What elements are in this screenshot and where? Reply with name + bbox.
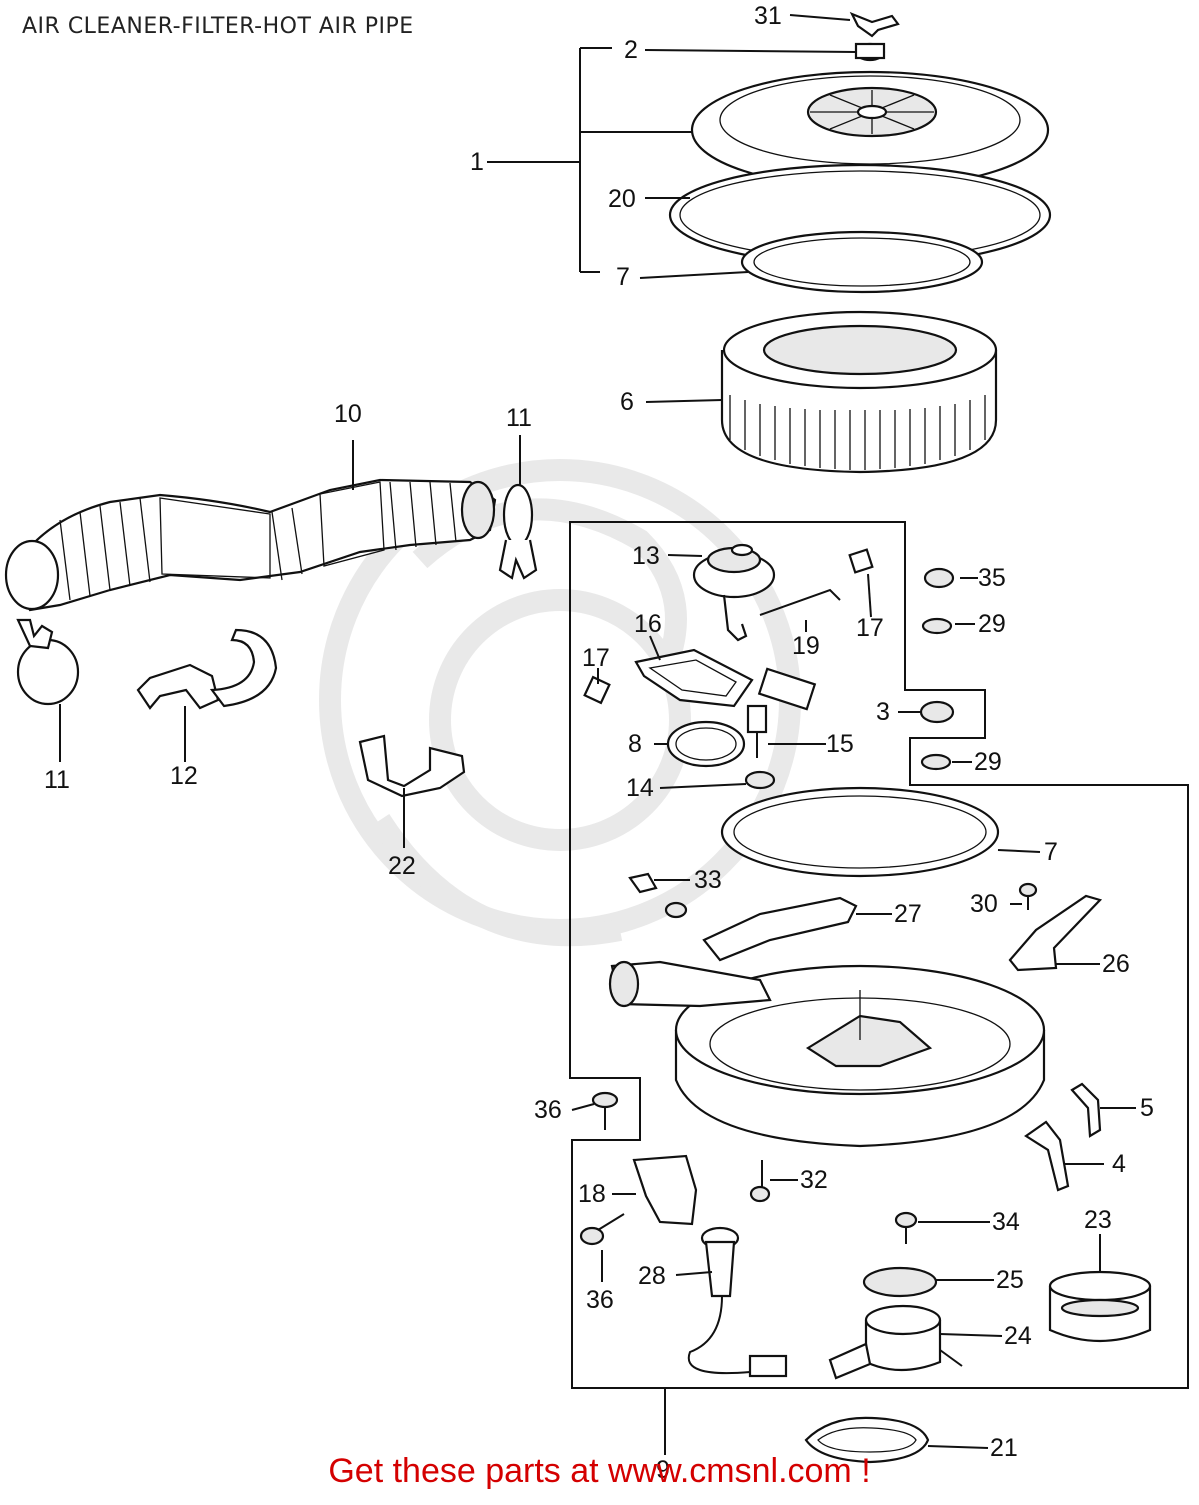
part-29-washer-upper xyxy=(921,617,953,635)
callout-31: 31 xyxy=(754,2,782,30)
part-10-hot-air-duct xyxy=(4,478,497,612)
part-21-gasket xyxy=(804,1416,930,1464)
callout-20: 20 xyxy=(608,185,636,213)
callout-9: 9 xyxy=(656,1456,670,1484)
callout-18: 18 xyxy=(578,1180,606,1208)
part-11-clamp-right xyxy=(498,483,538,580)
part-15-sensor xyxy=(746,667,817,758)
callout-5: 5 xyxy=(1140,1094,1154,1122)
part-22-bracket xyxy=(358,734,466,798)
leader-lines xyxy=(59,14,1136,1449)
callout-33: 33 xyxy=(694,866,722,894)
part-26-bracket xyxy=(1008,894,1103,972)
part-17-pin-left xyxy=(583,675,611,705)
callout-17-left: 17 xyxy=(582,644,610,672)
part-11-clamp-left xyxy=(16,618,80,706)
part-7-ring-upper xyxy=(740,230,984,294)
part-18-bracket xyxy=(632,1154,698,1226)
callout-25: 25 xyxy=(996,1266,1024,1294)
callout-29-upper: 29 xyxy=(978,610,1006,638)
part-23-ring xyxy=(1048,1270,1152,1343)
callout-16: 16 xyxy=(634,610,662,638)
part-4-clip xyxy=(1024,1120,1070,1192)
callout-2: 2 xyxy=(624,36,638,64)
part-16-valve-plate xyxy=(634,648,754,708)
diagram-title: AIR CLEANER-FILTER-HOT AIR PIPE xyxy=(22,14,414,39)
callout-8: 8 xyxy=(628,730,642,758)
part-19-rod xyxy=(759,588,841,616)
callout-17-right: 17 xyxy=(856,614,884,642)
callout-10: 10 xyxy=(334,400,362,428)
callout-36-upper: 36 xyxy=(534,1096,562,1124)
callout-23: 23 xyxy=(1084,1206,1112,1234)
callout-11-right: 11 xyxy=(506,404,532,432)
callout-35: 35 xyxy=(978,564,1006,592)
part-8-ring xyxy=(666,720,746,768)
part-5-clip xyxy=(1070,1082,1102,1138)
callout-36-lower: 36 xyxy=(586,1286,614,1314)
callout-12: 12 xyxy=(170,762,198,790)
part-13-vacuum-motor xyxy=(692,543,776,642)
callout-28: 28 xyxy=(638,1262,666,1290)
part-30-screw xyxy=(1018,882,1038,910)
callout-34: 34 xyxy=(992,1208,1020,1236)
part-17-pin-right xyxy=(848,548,874,574)
part-28-sensor-wire xyxy=(687,1226,788,1378)
callout-24: 24 xyxy=(1004,1322,1032,1350)
part-32-bolt xyxy=(749,1160,771,1203)
callout-6: 6 xyxy=(620,388,634,416)
part-25-valve-disc xyxy=(862,1266,938,1298)
callout-11-left: 11 xyxy=(44,766,70,794)
callout-14: 14 xyxy=(626,774,654,802)
callout-13: 13 xyxy=(632,542,660,570)
callout-15: 15 xyxy=(826,730,854,758)
callout-7-lower: 7 xyxy=(1044,838,1058,866)
parts-store-link[interactable]: Get these parts at www.cmsnl.com ! xyxy=(328,1452,871,1490)
callout-29-lower: 29 xyxy=(974,748,1002,776)
group-9-bracket xyxy=(569,521,1189,1455)
part-14-grommet xyxy=(744,770,776,790)
callout-26: 26 xyxy=(1102,950,1130,978)
part-33-bolt xyxy=(628,872,688,919)
callout-4: 4 xyxy=(1112,1150,1126,1178)
part-3-grommet xyxy=(919,700,955,724)
part-31-wing-nut xyxy=(849,11,900,38)
callout-1: 1 xyxy=(470,148,484,176)
part-34-screw xyxy=(894,1211,918,1244)
part-2-nut xyxy=(854,42,886,62)
callout-labels: 31 2 1 20 7 6 10 11 11 12 22 13 19 17 16… xyxy=(44,2,1154,1484)
callout-19: 19 xyxy=(792,632,820,660)
callout-21: 21 xyxy=(990,1434,1018,1462)
callout-22: 22 xyxy=(388,852,416,880)
part-9-housing xyxy=(608,960,1046,1148)
callout-30: 30 xyxy=(970,890,998,918)
part-35-nut xyxy=(923,567,955,589)
part-29-washer-lower xyxy=(920,753,952,771)
part-36-bolt-lower xyxy=(579,1213,625,1246)
callout-32: 32 xyxy=(800,1166,828,1194)
part-6-filter-element xyxy=(720,310,998,474)
part-12-bracket xyxy=(136,628,278,710)
part-36-bolt-upper xyxy=(591,1091,619,1130)
part-7-ring-lower xyxy=(720,786,1000,878)
callout-7-upper: 7 xyxy=(616,263,630,291)
part-27-bracket xyxy=(702,896,858,962)
callout-3: 3 xyxy=(876,698,890,726)
callout-27: 27 xyxy=(894,900,922,928)
part-24-valve-body xyxy=(828,1304,963,1380)
group-1-bracket xyxy=(487,47,695,273)
